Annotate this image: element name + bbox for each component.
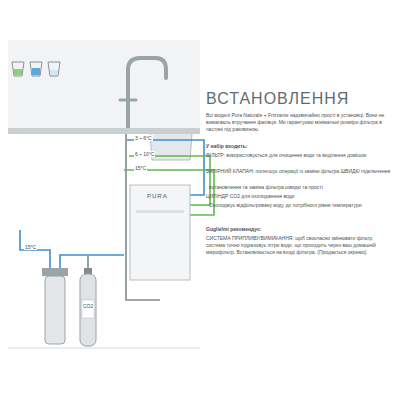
- list-item: ФІЛЬТР: використовується для очищення во…: [206, 152, 392, 159]
- water-pipes: [20, 134, 214, 300]
- co2-cylinder: [80, 268, 96, 346]
- list-item: · Охолоджує відфільтровану воду до потрі…: [206, 202, 392, 209]
- temperature-label: 3 ÷ 6°C: [134, 135, 153, 141]
- section-title: ВСТАНОВЛЕННЯ: [206, 90, 349, 108]
- recommend-text: СИСТЕМА ПРИПЛИВУ/ВИМИКАННЯ: щоб своєчасн…: [206, 235, 392, 256]
- list-item: · встановлення та заміна фільтра швидкі …: [206, 184, 392, 191]
- intro-text: Всі моделі Pura Naturale + Frizzante над…: [206, 112, 392, 133]
- faucet: [120, 58, 166, 128]
- cabinet-floor: [8, 348, 200, 349]
- brand-label: PURA: [147, 193, 168, 199]
- cylinder-label: CO2: [82, 303, 94, 309]
- temperature-label: 15°C: [134, 165, 147, 171]
- cooler-unit: [130, 185, 190, 280]
- countertop: [8, 128, 200, 134]
- glass-icons: [12, 62, 60, 76]
- recommend-heading: Guglielmi рекомендує:: [206, 226, 392, 233]
- filter: [42, 268, 68, 344]
- list-item: ЗАПІРНИЙ КЛАПАН: полегшує операції із за…: [206, 168, 392, 175]
- wall-panel: [8, 40, 200, 132]
- cooler-vent: [136, 210, 184, 213]
- temperature-label: 15°C: [24, 244, 37, 250]
- temperature-label: 6 ÷ 10°C: [134, 151, 155, 157]
- list-heading: У набір входить:: [206, 143, 392, 150]
- list-item: ЦИЛІНДР CO2 для охолодження води: [206, 193, 392, 200]
